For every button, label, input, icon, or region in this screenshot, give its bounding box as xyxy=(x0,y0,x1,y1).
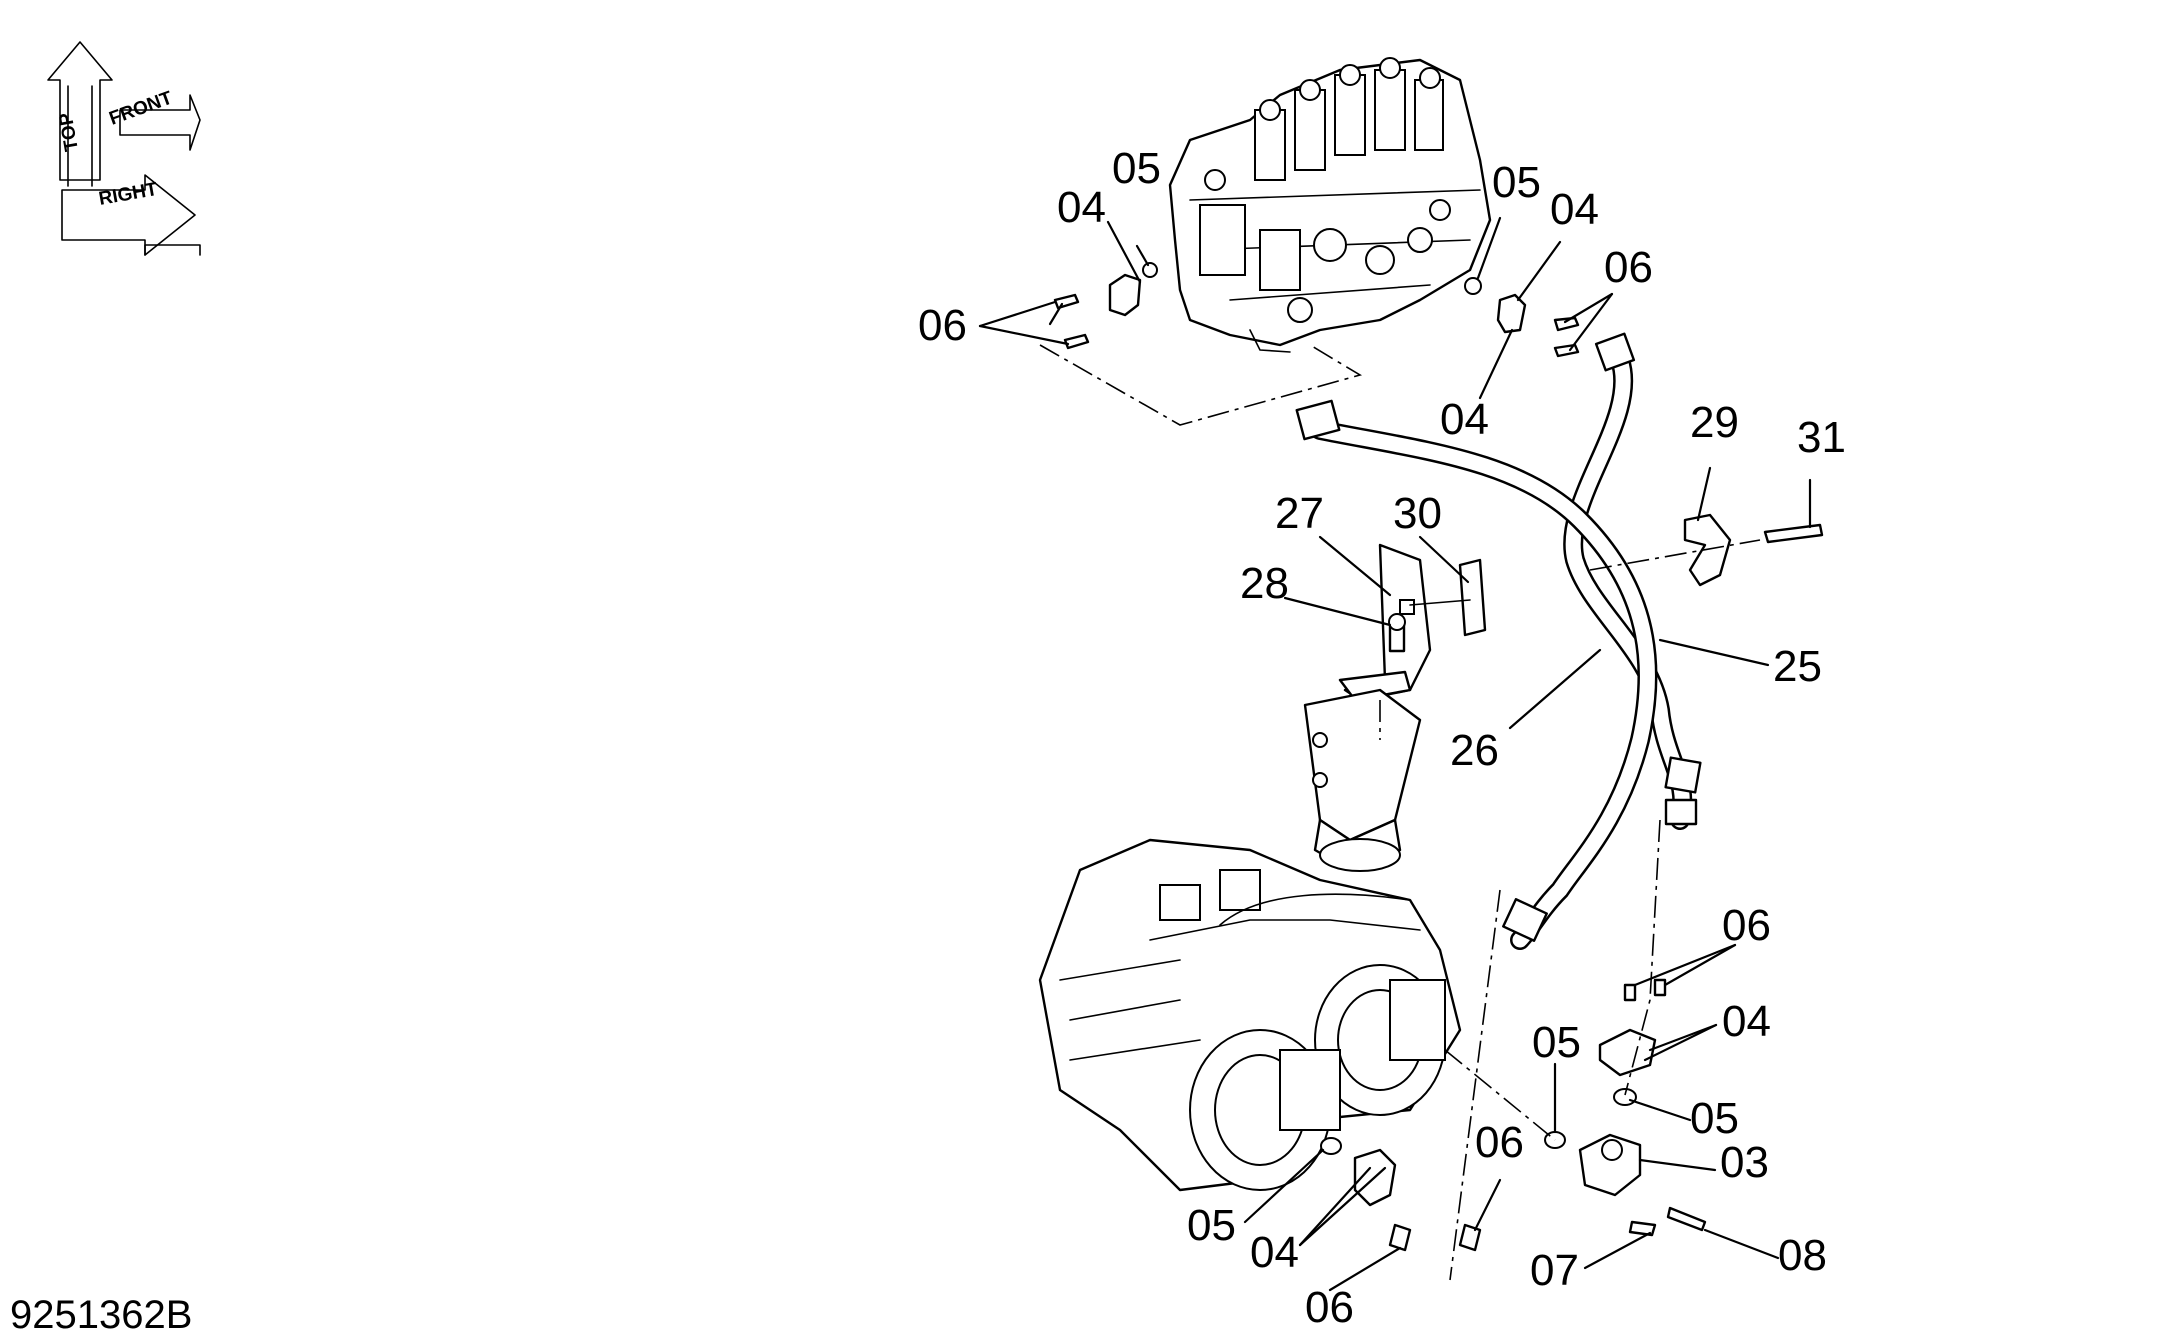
orientation-indicator: TOP FRONT RIGHT xyxy=(47,41,201,256)
callout-05-adapter-left: 05 xyxy=(1532,1018,1581,1067)
callout-04-adapter-top: 04 xyxy=(1722,997,1771,1046)
callout-29: 29 xyxy=(1690,398,1739,447)
adapter-03 xyxy=(1544,978,1707,1237)
callout-05-valve-right: 05 xyxy=(1492,158,1541,207)
callout-28: 28 xyxy=(1240,559,1289,608)
callout-06-pump-left: 06 xyxy=(1305,1283,1354,1332)
callout-30: 30 xyxy=(1393,489,1442,538)
callout-08: 08 xyxy=(1778,1231,1827,1280)
callout-06-valve-right: 06 xyxy=(1604,243,1653,292)
hose-25 xyxy=(1563,332,1702,830)
callout-25: 25 xyxy=(1773,642,1822,691)
orientation-right-label: RIGHT xyxy=(97,179,159,210)
callout-04-valve-left: 04 xyxy=(1057,183,1106,232)
drawing-code: 9251362B xyxy=(10,1293,192,1337)
leader-lines xyxy=(978,216,1812,1292)
callout-05-valve-left: 05 xyxy=(1112,144,1161,193)
plate-30 xyxy=(1409,558,1487,637)
callout-06-pump-right: 06 xyxy=(1475,1118,1524,1167)
callout-04-pump-left: 04 xyxy=(1250,1228,1299,1277)
callout-06-valve-left: 06 xyxy=(918,301,967,350)
callout-05-pump-left: 05 xyxy=(1187,1201,1236,1250)
callout-07: 07 xyxy=(1530,1246,1579,1295)
callout-05-adapter-right: 05 xyxy=(1690,1094,1739,1143)
control-valve xyxy=(1168,57,1492,353)
bolt-28 xyxy=(1388,613,1406,653)
callout-26: 26 xyxy=(1450,726,1499,775)
callout-labels: 05 04 06 05 04 06 04 29 31 27 30 28 25 2… xyxy=(918,144,1846,1332)
orientation-front-label: FRONT xyxy=(107,87,176,129)
callout-06-adapter-top: 06 xyxy=(1722,901,1771,950)
bracket-mount xyxy=(1303,688,1422,872)
callout-04-valve-right-top: 04 xyxy=(1550,185,1599,234)
callout-03: 03 xyxy=(1720,1138,1769,1187)
hose-26 xyxy=(1295,399,1658,950)
valve-right-flange xyxy=(1464,277,1580,358)
clamp-29 xyxy=(1683,513,1824,587)
valve-left-flange xyxy=(1053,262,1158,350)
callout-04-valve-right-bottom: 04 xyxy=(1440,395,1489,444)
callout-27: 27 xyxy=(1275,489,1324,538)
pump-assembly xyxy=(1038,838,1462,1192)
bracket-27 xyxy=(1338,543,1432,702)
callout-31: 31 xyxy=(1797,413,1846,462)
